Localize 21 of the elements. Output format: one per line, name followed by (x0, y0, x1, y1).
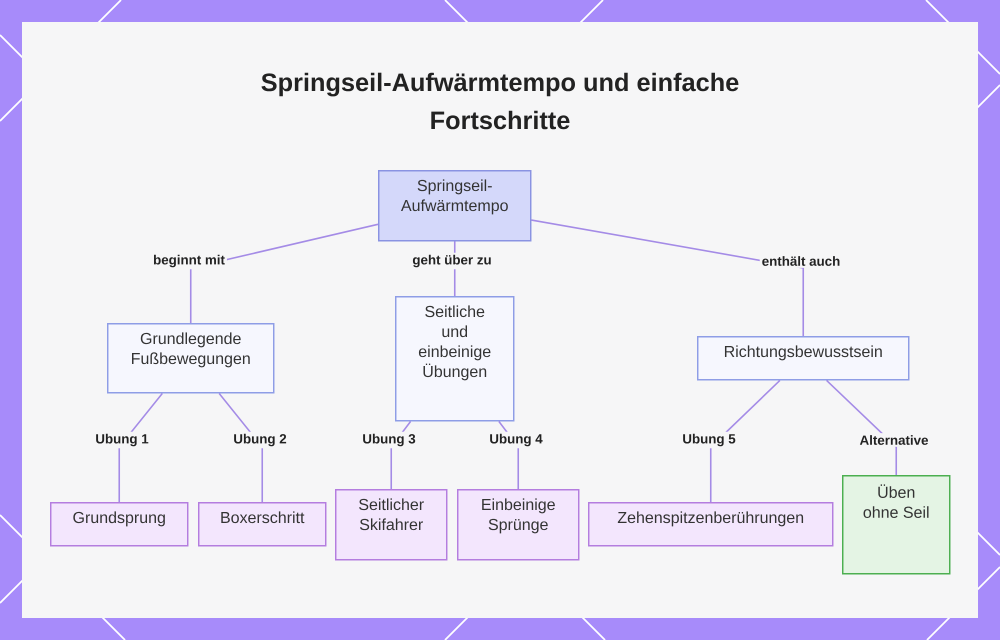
process-box: Üben ohne Seil (842, 475, 950, 574)
title: Springseil-Aufwärmtempo und einfache Fortschritte (261, 72, 738, 130)
edge-label: Ubung 4 (487, 432, 545, 448)
edge-label: Ubung 5 (680, 432, 738, 448)
edge-label: Alternative (858, 433, 930, 447)
edge-label: Ubung 2 (231, 432, 289, 448)
edge-label: Ubung 3 (360, 432, 418, 448)
process-box: Grundsprung (50, 502, 188, 546)
process-box: Boxerschritt (198, 502, 326, 546)
edge-label: beginnt mit (151, 252, 227, 270)
edge-label: Ubung 1 (93, 432, 151, 448)
process-box: Zehenspitzenberührungen (588, 502, 834, 546)
edge-label: enthält auch (760, 254, 842, 268)
process-box: Richtungsbewusstsein (697, 336, 910, 380)
process-box: Seitliche und einbeinige Übungen (395, 296, 514, 422)
process-box: Springseil-Aufwärmtempo (378, 170, 532, 242)
process-box: Einbeinige Sprünge (457, 489, 580, 560)
process-box: Grundlegende Fußbewegungen (107, 323, 274, 394)
process-box: Seitlicher Skifahrer (335, 489, 448, 560)
edge-label: geht über zu (410, 252, 494, 270)
connector (531, 219, 804, 336)
